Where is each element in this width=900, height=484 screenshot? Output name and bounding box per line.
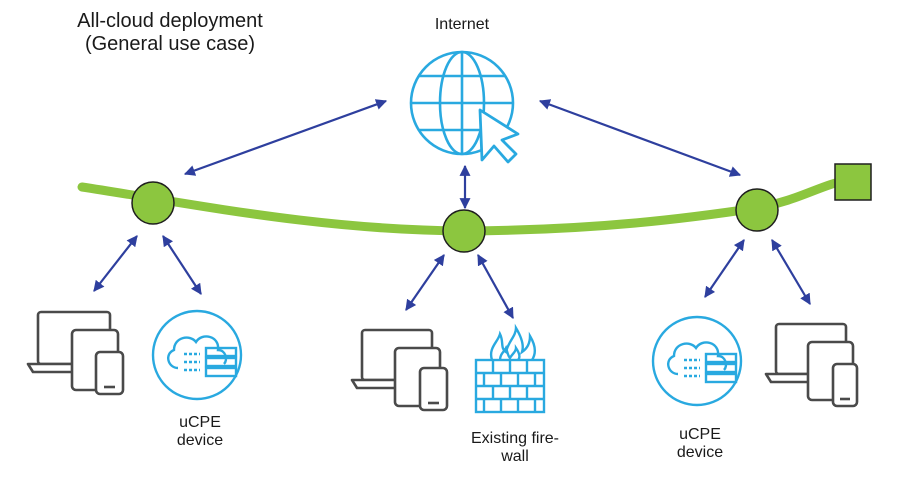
arrows (93, 99, 811, 319)
ucpe-left-line-2: device (176, 432, 224, 450)
firewall-label: Existing fire- wall (450, 430, 580, 467)
arrow-node2-devices (405, 254, 445, 311)
arrow-node1-ucpe (162, 235, 202, 295)
arrow-node3-ucpe (704, 239, 745, 298)
arrow-node1-internet (183, 99, 388, 176)
title-line-1: All-cloud deployment (77, 10, 263, 32)
ucpe-left-label: uCPE device (145, 414, 255, 451)
cloud-node-left (131, 181, 175, 225)
ucpe-left-line-1: uCPE (179, 414, 221, 431)
internet-label: Internet (434, 16, 490, 33)
network-path (77, 175, 853, 236)
cloud-server-icon (651, 315, 743, 407)
arrow-node1-devices (93, 235, 138, 292)
cloud-node-center (442, 209, 486, 253)
firewall-line-2: wall (501, 448, 529, 466)
title-line-2: (General use case) (84, 33, 256, 55)
ucpe-right-line-1: uCPE (679, 426, 721, 443)
ucpe-right-label: uCPE device (645, 426, 755, 463)
diagram-title: All-cloud deployment (General use case) (40, 10, 300, 56)
arrow-node3-devices (771, 239, 811, 305)
ucpe-right-line-2: device (676, 444, 724, 462)
firewall-icon (474, 323, 546, 414)
laptop-tablet-phone-icon (26, 310, 125, 396)
cloud-server-icon (151, 309, 243, 401)
arrow-node3-internet (538, 99, 742, 177)
cloud-node-right (735, 188, 779, 232)
globe-cursor-icon (409, 50, 520, 164)
laptop-tablet-phone-icon (764, 322, 859, 408)
square-node-icon (834, 163, 872, 201)
arrow-node2-firewall (477, 254, 514, 319)
firewall-line-1: Existing fire- (470, 430, 560, 447)
laptop-tablet-phone-icon (350, 328, 449, 412)
